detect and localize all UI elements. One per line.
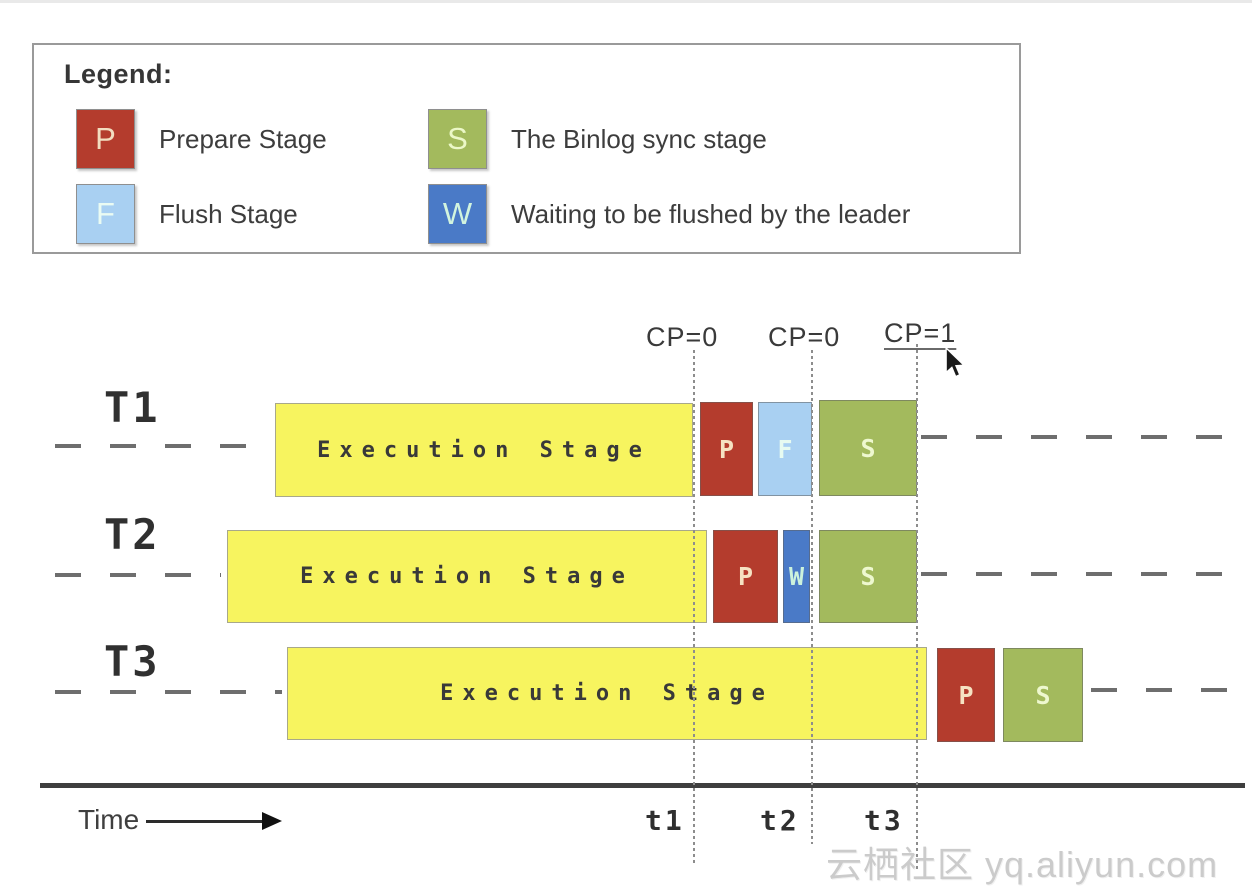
t2-prepare-stage-box: P xyxy=(713,530,778,623)
transaction-t2-label: T2 xyxy=(104,510,161,559)
legend-item-prepare: P Prepare Stage xyxy=(76,109,327,169)
time-tick-t2: t2 xyxy=(760,804,800,837)
t1-left-dashed-line xyxy=(55,444,269,448)
time-tick-t1: t1 xyxy=(645,804,685,837)
t1-binlog-sync-stage-box: S xyxy=(819,400,917,496)
legend-item-label: Flush Stage xyxy=(159,198,298,229)
t1-execution-stage-box: Execution Stage xyxy=(275,403,693,497)
t1-prepare-stage-box: P xyxy=(700,402,753,496)
checkpoint-label-t3: CP=1 xyxy=(884,318,957,348)
t3-binlog-sync-stage-box: S xyxy=(1003,648,1083,742)
legend-title: Legend: xyxy=(64,59,173,89)
time-arrow-head-icon xyxy=(262,812,282,830)
binlog-sync-stage-swatch: S xyxy=(428,109,487,169)
t1-right-dashed-line xyxy=(921,435,1245,439)
legend-item-label: Prepare Stage xyxy=(159,123,327,154)
legend-item-waiting: W Waiting to be flushed by the leader xyxy=(428,184,910,244)
t1-flush-stage-box: F xyxy=(758,402,812,496)
t3-right-dashed-line xyxy=(1091,688,1236,692)
t2-right-dashed-line xyxy=(921,572,1245,576)
checkpoint-line-t1 xyxy=(693,350,695,865)
t3-execution-stage-box: Execution Stage xyxy=(287,647,927,740)
legend-item-binlog-sync: S The Binlog sync stage xyxy=(428,109,767,169)
legend-item-label: Waiting to be flushed by the leader xyxy=(511,198,911,229)
flush-stage-swatch: F xyxy=(76,184,135,244)
t3-prepare-stage-box: P xyxy=(937,648,995,742)
t3-left-dashed-line xyxy=(55,690,282,694)
checkpoint-line-t2 xyxy=(811,350,813,844)
t2-binlog-sync-stage-box: S xyxy=(819,530,917,623)
transaction-t3-label: T3 xyxy=(104,637,161,686)
legend-panel: Legend: P Prepare Stage F Flush Stage S … xyxy=(32,43,1021,254)
watermark-text: 云栖社区 yq.aliyun.com xyxy=(826,844,1219,885)
legend-item-flush: F Flush Stage xyxy=(76,184,298,244)
time-tick-t3: t3 xyxy=(864,804,904,837)
prepare-stage-swatch: P xyxy=(76,109,135,169)
top-edge-divider xyxy=(0,0,1252,3)
checkpoint-line-t3 xyxy=(916,344,918,872)
time-axis-label: Time xyxy=(78,804,140,835)
transaction-t1-label: T1 xyxy=(104,383,161,432)
t2-waiting-stage-box: W xyxy=(783,530,810,623)
t2-left-dashed-line xyxy=(55,573,221,577)
t2-execution-stage-box: Execution Stage xyxy=(227,530,707,623)
time-arrow-line xyxy=(146,820,264,823)
waiting-stage-swatch: W xyxy=(428,184,487,244)
checkpoint-label-t1: CP=0 xyxy=(646,322,719,352)
legend-item-label: The Binlog sync stage xyxy=(511,123,767,154)
time-axis-line xyxy=(40,783,1245,788)
mouse-cursor-icon xyxy=(945,348,966,378)
checkpoint-label-t2: CP=0 xyxy=(768,322,841,352)
